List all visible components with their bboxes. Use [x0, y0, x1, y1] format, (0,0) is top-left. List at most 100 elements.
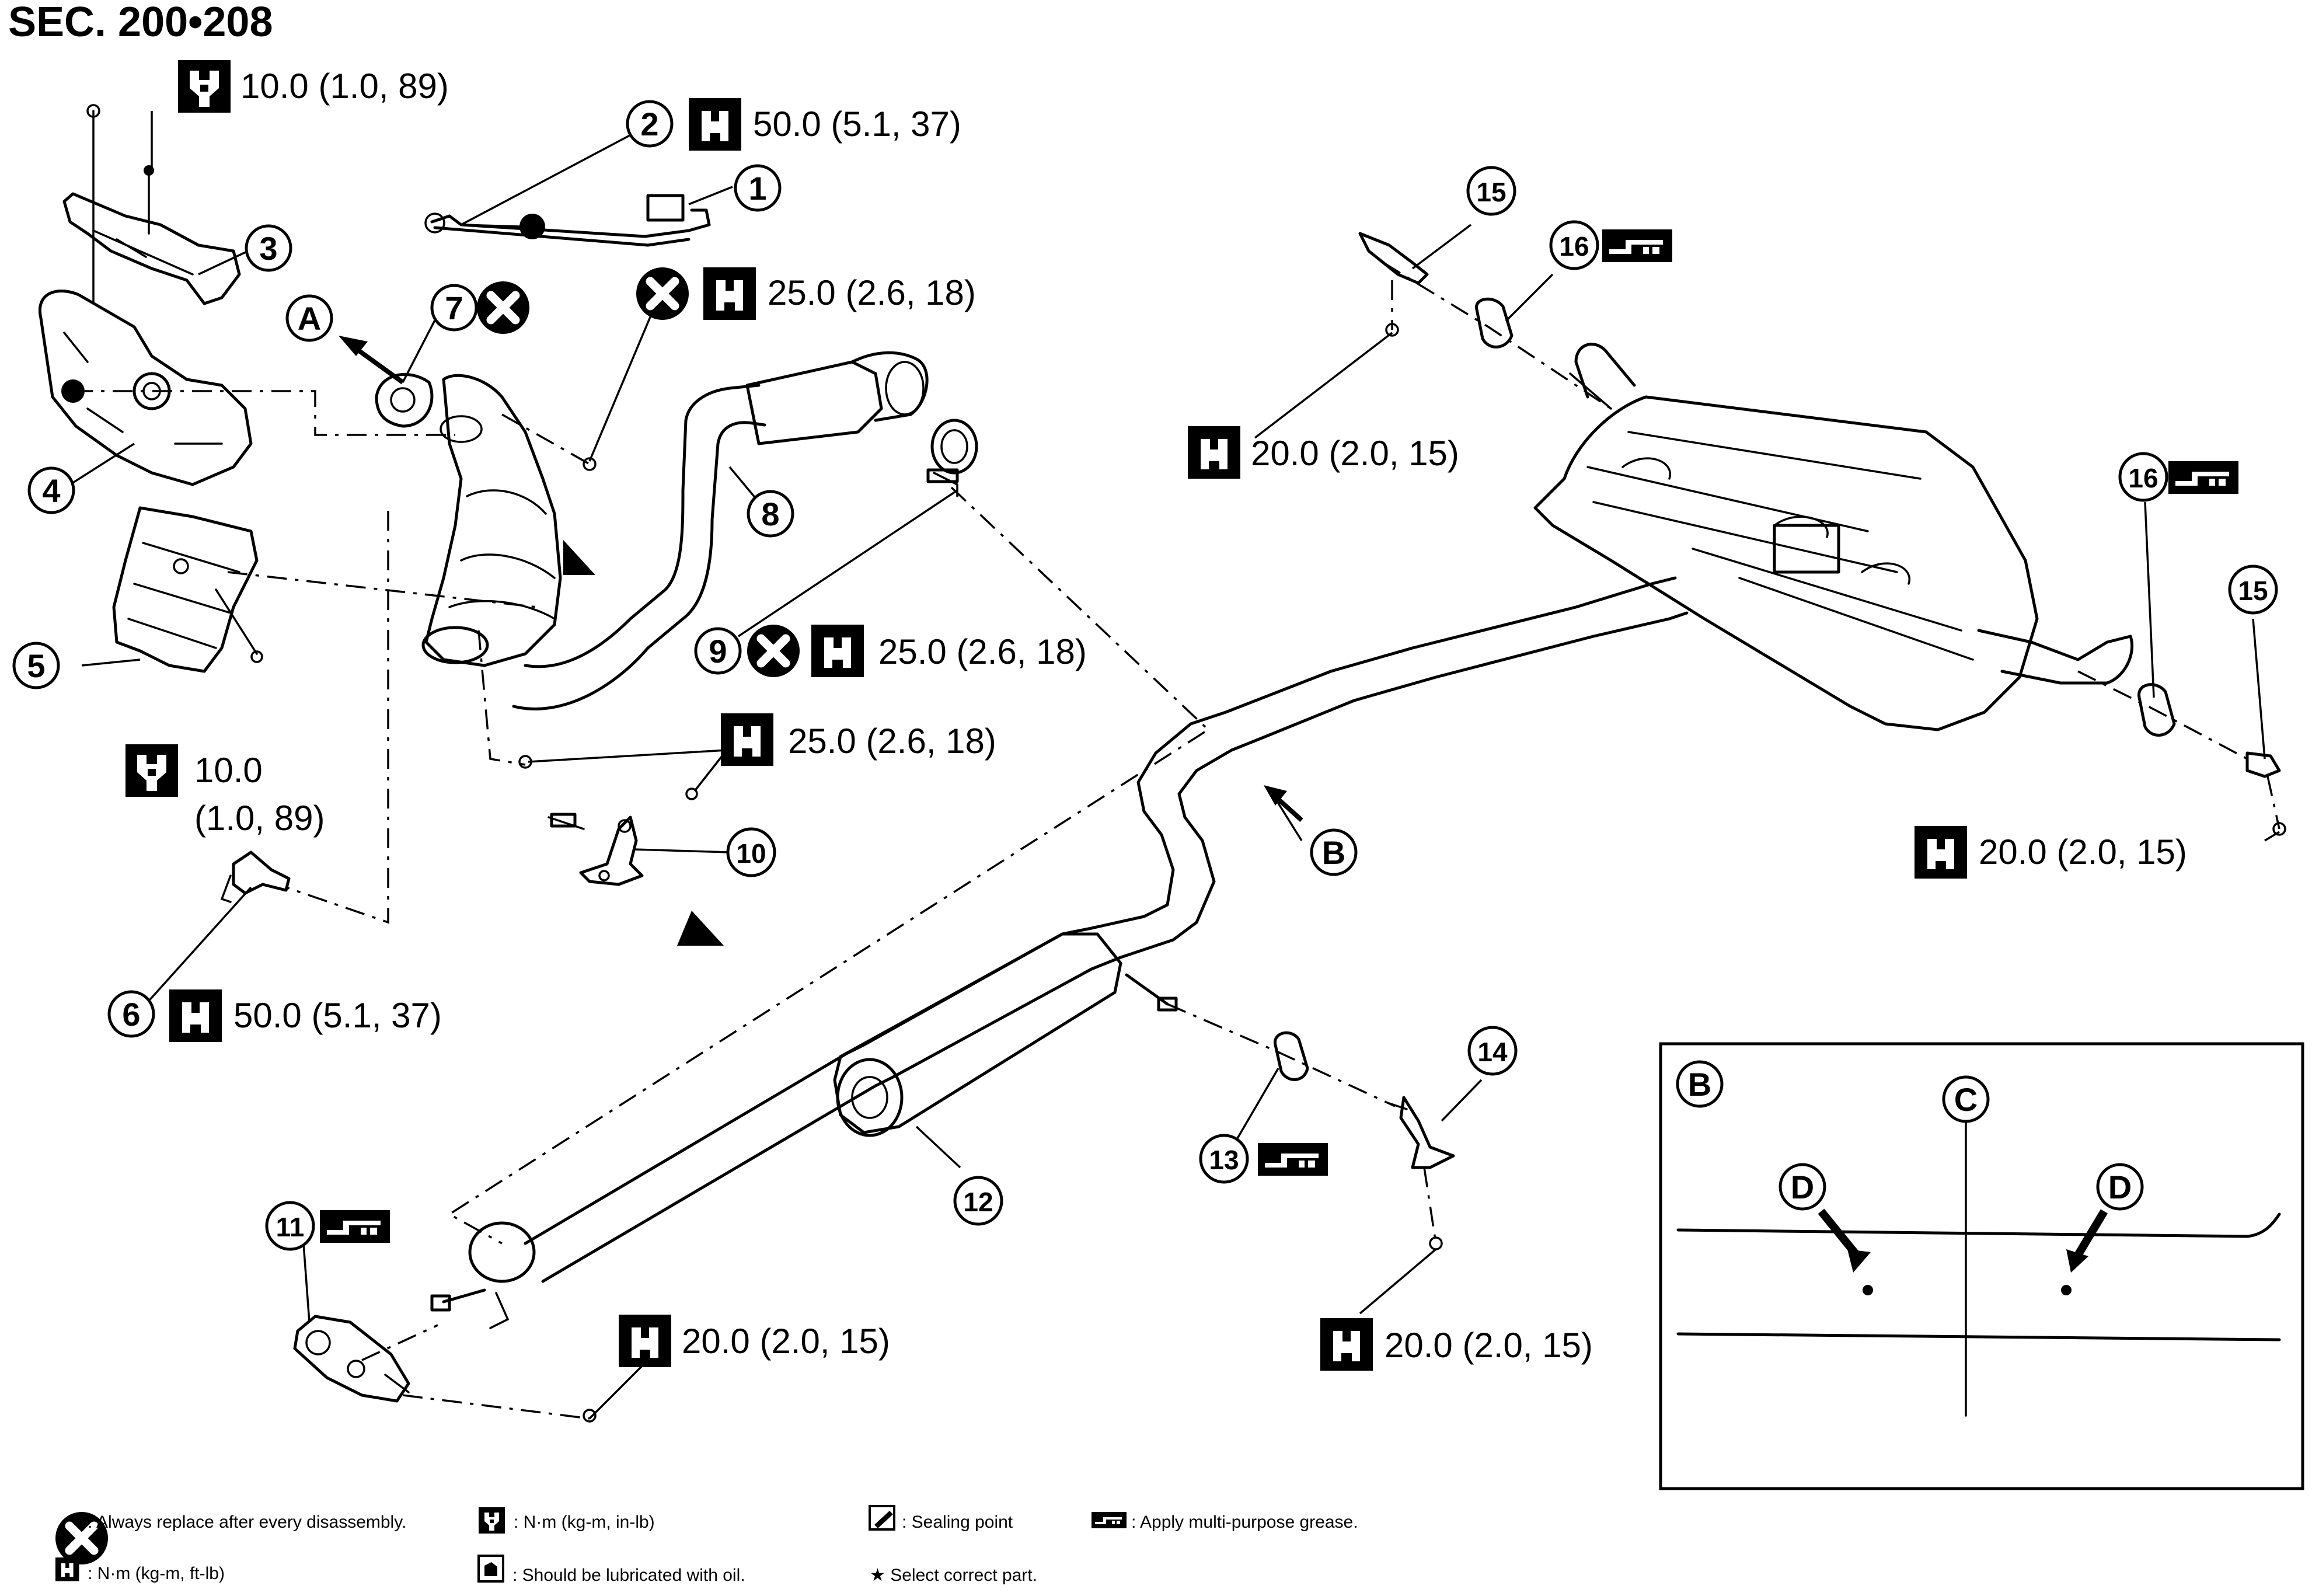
torque-spec: 25.0 (2.6, 18)	[878, 632, 1087, 671]
torque-socket-icon	[55, 1557, 79, 1581]
torque-spec: 10.0 (1.0, 89)	[240, 67, 449, 106]
svg-text:B: B	[1688, 1066, 1711, 1103]
exhaust-front-tube	[512, 351, 929, 710]
heated-oxygen-sensor	[220, 851, 291, 903]
letter-d: D	[1779, 1163, 1826, 1211]
callout-1: 1	[734, 164, 782, 212]
legend-replace: : Always replace after every disassembly…	[88, 1513, 406, 1532]
detail-view-b: B C D D	[1659, 1042, 2304, 1490]
center-muffler	[430, 576, 1689, 1329]
callout-8: 8	[747, 490, 794, 538]
svg-text:10: 10	[736, 838, 766, 869]
callout-9: 9	[694, 627, 742, 675]
triangle-marker	[563, 540, 595, 575]
exhaust-manifold-group	[39, 104, 263, 673]
svg-text:9: 9	[709, 633, 727, 670]
torque-spec: 25.0 (2.6, 18)	[788, 722, 996, 761]
grease-icon	[1258, 1143, 1328, 1176]
letter-b: B	[1310, 828, 1358, 876]
torque-socket-icon	[1320, 1318, 1373, 1371]
torque-specs: 10.0 (1.0, 89) 50.0 (5.1, 37) 25.0 (2.6,…	[125, 60, 2187, 1371]
mark-point	[2061, 1285, 2072, 1295]
torque-socket-icon	[1188, 426, 1240, 479]
replace-x-icon	[747, 625, 800, 677]
torque-wrench-icon	[125, 744, 178, 797]
callout-14: 14	[1467, 1026, 1518, 1076]
svg-text:B: B	[1322, 834, 1345, 871]
svg-text:A: A	[298, 300, 321, 337]
svg-text:D: D	[1791, 1169, 1814, 1205]
svg-text:11: 11	[276, 1212, 305, 1242]
callout-15: 15	[1466, 166, 1516, 216]
replace-x-icon	[636, 267, 689, 320]
svg-text:C: C	[1954, 1081, 1978, 1118]
torque-spec: 50.0 (5.1, 37)	[753, 104, 961, 144]
torque-wrench-icon	[178, 60, 231, 113]
callout-4: 4	[27, 466, 75, 514]
mounting-insulator-front	[293, 1315, 410, 1403]
svg-text:7: 7	[445, 290, 463, 326]
svg-text:16: 16	[1559, 231, 1589, 262]
callout-7: 7	[430, 284, 478, 332]
triangle-marker	[677, 911, 724, 946]
svg-text:8: 8	[761, 496, 779, 532]
grease-icon	[1602, 229, 1672, 262]
svg-text:15: 15	[2238, 576, 2268, 606]
torque-socket-icon	[689, 98, 741, 151]
mounting-rubber	[1274, 297, 2176, 1081]
alignment-lines	[73, 262, 2280, 1420]
main-muffler	[1533, 343, 2134, 731]
symbol-legend: : Always replace after every disassembly…	[55, 1505, 1358, 1585]
mark-point	[1863, 1285, 1873, 1295]
legend-select: ★ Select correct part.	[870, 1566, 1037, 1585]
letter-b: B	[1676, 1060, 1724, 1108]
torque-spec: 20.0 (2.0, 15)	[1385, 1326, 1593, 1365]
svg-text:5: 5	[27, 647, 45, 684]
air-fuel-ratio-sensor	[424, 194, 711, 247]
torque-socket-icon	[721, 713, 773, 766]
gasket	[375, 372, 434, 428]
callout-11: 11	[265, 1201, 315, 1251]
torque-socket-icon	[619, 1315, 671, 1367]
callout-10: 10	[726, 827, 776, 877]
three-way-catalyst	[421, 374, 562, 667]
torque-wrench-icon	[479, 1507, 505, 1534]
callout-6: 6	[107, 990, 155, 1038]
legend-nm-ft-lb: : N·m (kg-m, ft-lb)	[88, 1564, 225, 1583]
legend-sealing: : Sealing point	[902, 1513, 1013, 1532]
svg-text:D: D	[2108, 1169, 2132, 1205]
torque-socket-icon	[811, 625, 864, 677]
svg-text:13: 13	[1209, 1145, 1239, 1175]
bracket	[548, 813, 644, 886]
grease-icon	[320, 1210, 390, 1243]
oil-can-icon	[477, 1555, 504, 1583]
torque-spec: 10.0	[194, 751, 263, 790]
grease-icon	[2168, 461, 2238, 494]
svg-text:16: 16	[2128, 463, 2158, 493]
callout-numbers: 1 2 3 4 5 6 7 8 9 10 11 12 13 14 15 15 1…	[12, 100, 2278, 1251]
svg-text:12: 12	[963, 1187, 993, 1217]
ring-gasket	[926, 419, 978, 497]
section-title: SEC. 200•208	[8, 0, 273, 46]
svg-text:2: 2	[640, 106, 658, 142]
callout-2: 2	[626, 100, 674, 148]
torque-spec: 20.0 (2.0, 15)	[1979, 832, 2187, 872]
letter-c: C	[1942, 1075, 1990, 1123]
torque-socket-icon	[169, 989, 222, 1042]
callout-5: 5	[12, 642, 60, 689]
svg-text:3: 3	[259, 230, 277, 267]
callout-16: 16	[2118, 452, 2168, 502]
svg-text:15: 15	[1476, 177, 1506, 207]
torque-spec: 20.0 (2.0, 15)	[682, 1322, 890, 1361]
legend-grease: : Apply multi-purpose grease.	[1131, 1513, 1358, 1532]
letter-callouts: A B	[285, 294, 1358, 876]
torque-spec: (1.0, 89)	[194, 799, 325, 838]
callout-12: 12	[953, 1176, 1003, 1226]
direction-arrows	[339, 336, 1303, 946]
leader-lines	[69, 111, 2280, 1420]
grease-icon	[1092, 1512, 1127, 1528]
legend-lubricate: : Should be lubricated with oil.	[512, 1566, 745, 1585]
torque-socket-icon	[703, 267, 756, 320]
callout-13: 13	[1199, 1134, 1249, 1184]
